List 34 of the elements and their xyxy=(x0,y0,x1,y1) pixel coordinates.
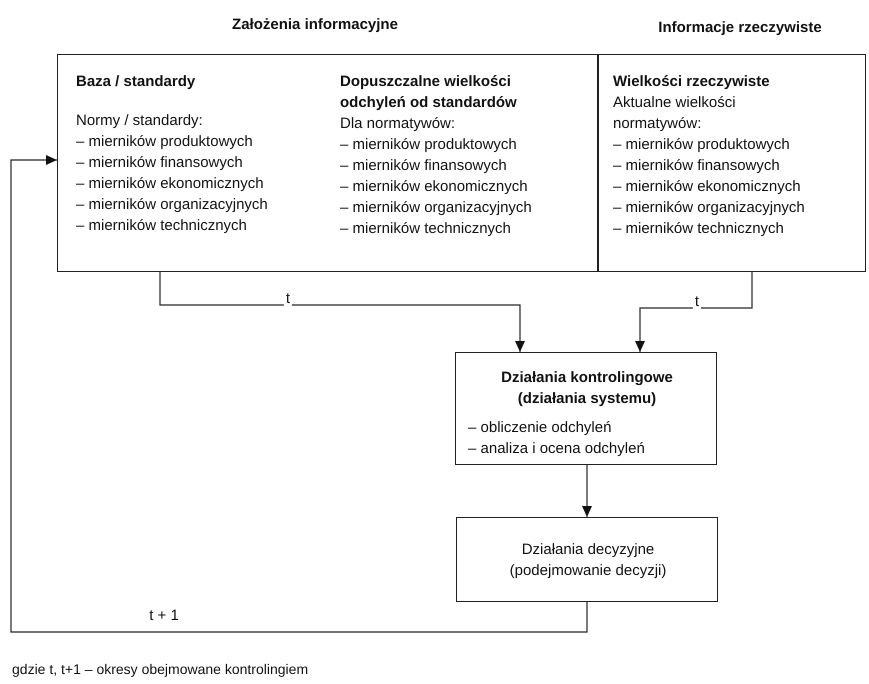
connector-arrow xyxy=(582,465,592,517)
connector-arrow xyxy=(159,272,525,352)
edge-label: t xyxy=(692,293,702,311)
list-item: – mierników finansowych xyxy=(340,156,508,176)
list-item: Normy / standardy: xyxy=(76,111,204,131)
heading: Założenia informacyjne xyxy=(232,15,398,35)
list-item: – mierników produktowych xyxy=(340,135,518,155)
box-text: Działania decyzyjne (podejmowanie decyzji) xyxy=(508,540,668,580)
list-item: – mierników technicznych xyxy=(340,219,512,239)
section-title: Baza / standardy xyxy=(76,72,196,92)
list-item: – mierników ekonomicznych xyxy=(613,177,802,197)
list-item: – mierników organizacyjnych xyxy=(76,195,269,215)
list-item: Aktualne wielkości normatywów: xyxy=(613,93,737,134)
list-item: – mierników technicznych xyxy=(613,219,785,239)
edge-label: t xyxy=(284,290,292,308)
box-title: Działania kontrolingowe (działania systemu) xyxy=(500,368,674,409)
section-title: Dopuszczalne wielkości odchyleń od standardów xyxy=(340,72,518,113)
connector-arrow xyxy=(10,155,588,633)
list-item: – mierników organizacyjnych xyxy=(340,198,533,218)
list-item: – mierników ekonomicznych xyxy=(76,174,265,194)
list-item: – analiza i ocena odchyleń xyxy=(468,439,646,459)
section-title: Wielkości rzeczywiste xyxy=(613,72,771,92)
list-item: – obliczenie odchyleń xyxy=(468,418,612,438)
list-item: – mierników finansowych xyxy=(613,156,781,176)
list-item: – mierników organizacyjnych xyxy=(613,198,806,218)
list-item: – mierników produktowych xyxy=(76,132,254,152)
heading: Informacje rzeczywiste xyxy=(658,18,822,38)
list-item: – mierników produktowych xyxy=(613,135,791,155)
connector-arrow xyxy=(635,272,753,352)
list-item: – mierników technicznych xyxy=(76,216,248,236)
list-item: – mierników finansowych xyxy=(76,153,244,173)
caption: gdzie t, t+1 – okresy obejmowane kontrolingiem xyxy=(12,660,308,678)
list-item: – mierników ekonomicznych xyxy=(340,177,529,197)
list-item: Dla normatywów: xyxy=(340,114,456,134)
